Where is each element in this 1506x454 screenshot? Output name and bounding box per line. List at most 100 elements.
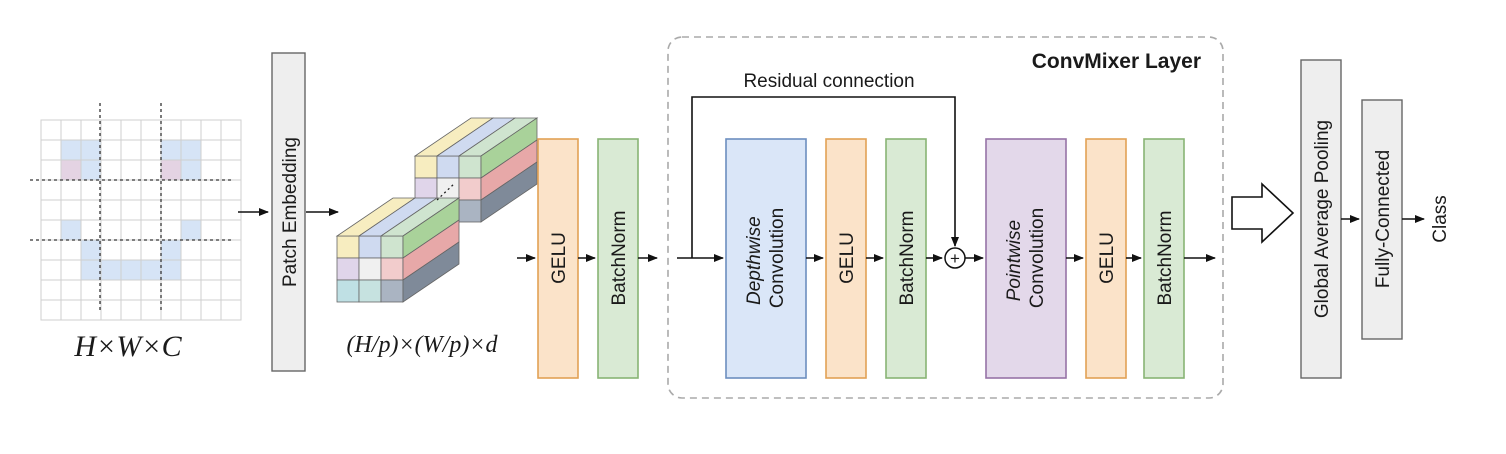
grid-cell	[40, 219, 62, 241]
class-output-label: Class	[1430, 195, 1451, 243]
depthwise-label-conv: Convolution	[767, 208, 788, 308]
grid-cell	[60, 139, 82, 161]
grid-cell	[60, 159, 82, 181]
grid-cell	[100, 299, 122, 321]
grid-cell	[220, 219, 242, 241]
grid-cell	[180, 259, 202, 281]
tensor-cell	[358, 257, 382, 281]
tensor-ellipsis-dots	[436, 182, 456, 201]
mixer-gelu-2-block: GELU	[1085, 138, 1127, 379]
grid-cell	[80, 139, 102, 161]
add-symbol: +	[950, 249, 960, 268]
grid-cell	[60, 299, 82, 321]
residual-connection-line	[691, 96, 959, 258]
tensor-cell	[414, 155, 438, 179]
grid-cell	[120, 259, 142, 281]
stem-gelu-block: GELU	[537, 138, 579, 379]
grid-cell	[160, 179, 182, 201]
grid-cell	[120, 239, 142, 261]
patch-embedding-block: Patch Embedding	[271, 52, 306, 372]
grid-cell	[200, 239, 222, 261]
grid-cell	[60, 179, 82, 201]
grid-cell	[60, 259, 82, 281]
tensor-cell	[358, 279, 382, 303]
grid-cell	[200, 139, 222, 161]
mixer-gelu-1-block: GELU	[825, 138, 867, 379]
grid-cell	[80, 179, 102, 201]
tensor-cell	[436, 155, 460, 179]
depthwise-convolution-block: Depthwise Convolution	[725, 138, 807, 379]
mixer-gelu-2-label: GELU	[1097, 232, 1118, 284]
tensor-cell	[380, 257, 404, 281]
tensor-cell	[380, 235, 404, 259]
mixer-gelu-1-label: GELU	[837, 232, 858, 284]
grid-cell	[40, 139, 62, 161]
tensor-cell	[458, 199, 482, 223]
grid-cell	[80, 199, 102, 221]
pointwise-label-italic: Pointwise	[1004, 220, 1025, 301]
grid-cell	[80, 299, 102, 321]
grid-cell	[60, 279, 82, 301]
grid-cell	[160, 139, 182, 161]
tensor-cell	[358, 235, 382, 259]
grid-cell	[60, 199, 82, 221]
grid-cell	[200, 159, 222, 181]
grid-cell	[40, 119, 62, 141]
grid-cell	[40, 199, 62, 221]
grid-cell	[40, 179, 62, 201]
grid-cell	[220, 199, 242, 221]
grid-cell	[60, 119, 82, 141]
tensor-cell	[458, 177, 482, 201]
grid-cell	[140, 139, 162, 161]
pointwise-convolution-block: Pointwise Convolution	[985, 138, 1067, 379]
tensor-cell	[414, 177, 438, 201]
tensor-cell	[380, 279, 404, 303]
tensor-side-face	[402, 241, 460, 303]
grid-cell	[180, 219, 202, 241]
grid-cell	[160, 239, 182, 261]
grid-cell	[220, 239, 242, 261]
grid-cell	[160, 279, 182, 301]
grid-cell	[180, 159, 202, 181]
mixer-batchnorm-1-block: BatchNorm	[885, 138, 927, 379]
grid-cell	[100, 119, 122, 141]
grid-cell	[120, 199, 142, 221]
grid-cell	[200, 199, 222, 221]
mixer-batchnorm-2-block: BatchNorm	[1143, 138, 1185, 379]
convmixer-layer-group: ConvMixer Layer Residual connection Dept…	[667, 36, 1224, 399]
grid-cell	[80, 279, 102, 301]
grid-cell	[160, 259, 182, 281]
grid-cell	[100, 279, 122, 301]
fully-connected-block: Fully-Connected	[1361, 99, 1403, 340]
grid-cell	[40, 159, 62, 181]
grid-cell	[80, 259, 102, 281]
residual-connection-label: Residual connection	[743, 71, 914, 92]
tensor-side-face	[480, 161, 538, 223]
stem-gelu-label: GELU	[549, 232, 570, 284]
grid-cell	[120, 219, 142, 241]
depthwise-label-italic: Depthwise	[744, 216, 765, 305]
convmixer-layer-title: ConvMixer Layer	[1032, 50, 1201, 73]
svg-text:Pointwise Convolution: Pointwise Convolution	[1004, 208, 1048, 308]
svg-text:Depthwise Convolution: Depthwise Convolution	[744, 208, 788, 308]
grid-cell	[220, 259, 242, 281]
grid-cell	[220, 119, 242, 141]
grid-cell	[140, 159, 162, 181]
tensor-cell	[458, 155, 482, 179]
grid-cell	[140, 119, 162, 141]
grid-cell	[100, 159, 122, 181]
patch-embedding-label: Patch Embedding	[280, 137, 301, 287]
grid-cell	[100, 219, 122, 241]
grid-cell	[140, 239, 162, 261]
tensor-block-front	[335, 197, 461, 303]
grid-cell	[220, 299, 242, 321]
grid-cell	[200, 179, 222, 201]
grid-cell	[100, 139, 122, 161]
grid-cell	[200, 299, 222, 321]
grid-cell	[140, 259, 162, 281]
stem-batchnorm-label: BatchNorm	[609, 210, 630, 305]
grid-cell	[200, 219, 222, 241]
hollow-arrow-icon	[1231, 182, 1295, 244]
grid-cell	[100, 259, 122, 281]
pointwise-label-conv: Convolution	[1027, 208, 1048, 308]
